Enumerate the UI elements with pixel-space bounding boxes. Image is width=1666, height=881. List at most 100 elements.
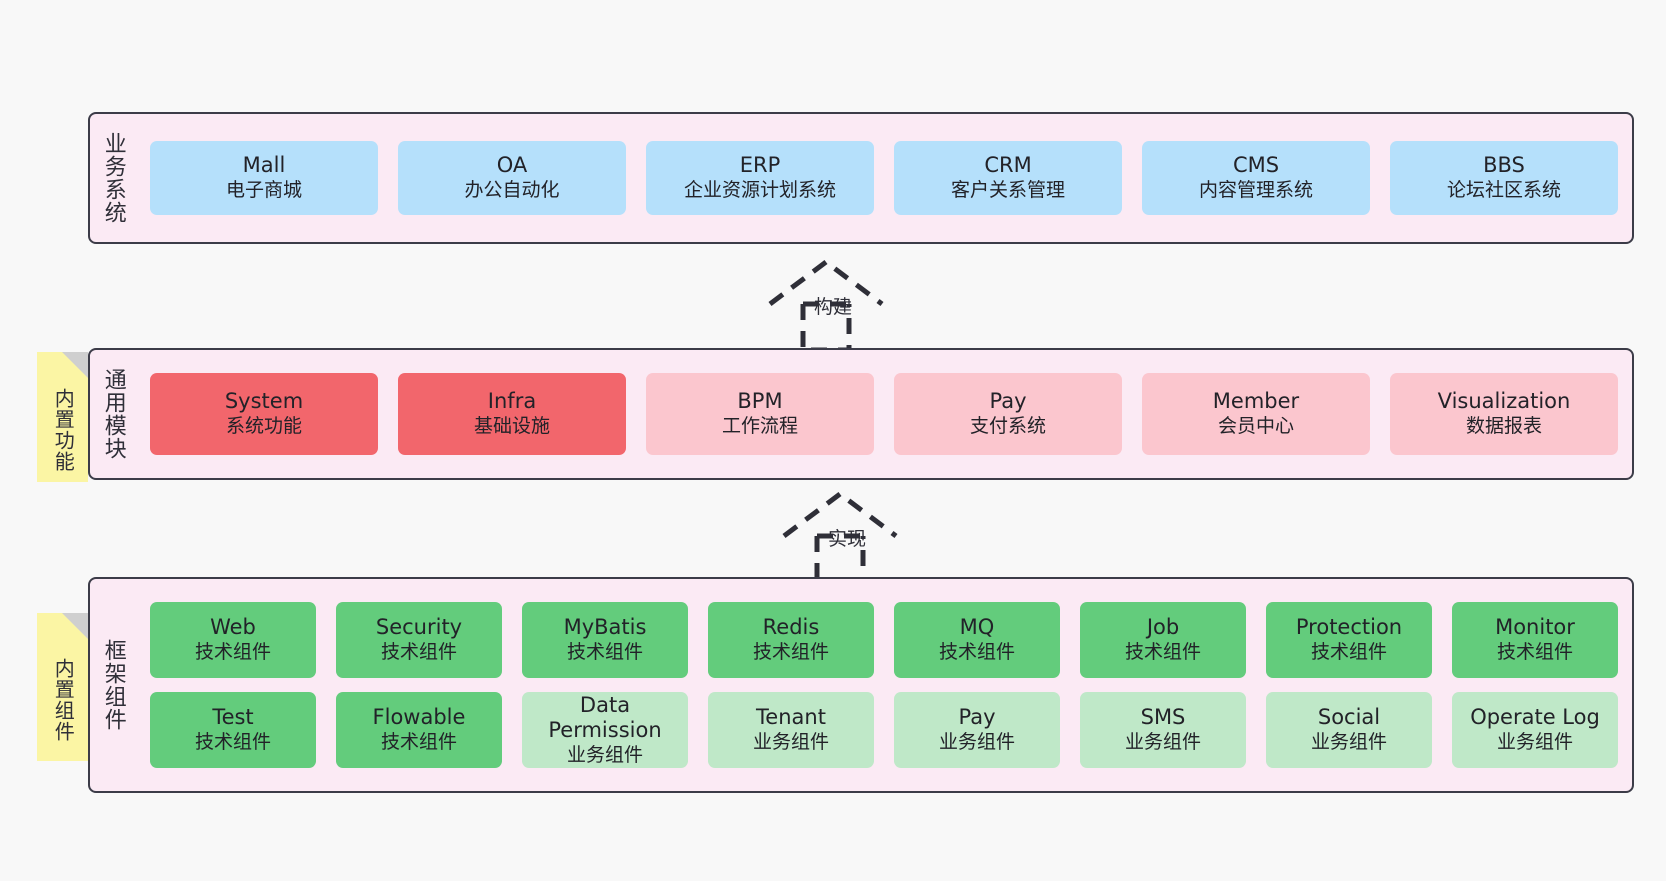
node-label-cn: 业务组件 bbox=[752, 730, 829, 753]
node-label-en: SMS bbox=[1140, 705, 1186, 730]
layer-title-common: 通用模块 bbox=[100, 368, 126, 460]
node-label-en: CMS bbox=[1232, 153, 1280, 178]
node-label-en: Visualization bbox=[1437, 389, 1571, 414]
node-label-en: MQ bbox=[959, 615, 995, 640]
note-text: 内置组件 bbox=[51, 658, 76, 742]
node-erp[interactable]: ERP 企业资源计划系统 bbox=[646, 141, 874, 215]
node-pay-component[interactable]: Pay 业务组件 bbox=[894, 692, 1060, 768]
layer-framework-components: 框架组件 Web 技术组件 Security 技术组件 MyBatis 技术组件… bbox=[88, 577, 1634, 793]
node-web[interactable]: Web 技术组件 bbox=[150, 602, 316, 678]
node-cms[interactable]: CMS 内容管理系统 bbox=[1142, 141, 1370, 215]
node-label-en: Security bbox=[375, 615, 463, 640]
node-label-cn: 技术组件 bbox=[380, 730, 457, 753]
layer-body-framework: Web 技术组件 Security 技术组件 MyBatis 技术组件 Redi… bbox=[136, 579, 1632, 791]
node-crm[interactable]: CRM 客户关系管理 bbox=[894, 141, 1122, 215]
node-oa[interactable]: OA 办公自动化 bbox=[398, 141, 626, 215]
node-label-cn: 基础设施 bbox=[473, 414, 550, 437]
node-label-cn: 技术组件 bbox=[752, 640, 829, 663]
layer-body-business: Mall 电子商城 OA 办公自动化 ERP 企业资源计划系统 CRM 客户关系… bbox=[136, 114, 1632, 242]
node-label-cn: 论坛社区系统 bbox=[1446, 178, 1561, 201]
node-label-cn: 会员中心 bbox=[1217, 414, 1294, 437]
node-label-en: Redis bbox=[762, 615, 820, 640]
layer-title-business: 业务系统 bbox=[100, 132, 126, 224]
layer-business-systems: 业务系统 Mall 电子商城 OA 办公自动化 ERP 企业资源计划系统 CRM… bbox=[88, 112, 1634, 244]
node-label-cn: 系统功能 bbox=[225, 414, 302, 437]
node-protection[interactable]: Protection 技术组件 bbox=[1266, 602, 1432, 678]
node-label-cn: 技术组件 bbox=[1124, 640, 1201, 663]
node-label-cn: 技术组件 bbox=[566, 640, 643, 663]
node-label-en: System bbox=[224, 389, 304, 414]
note-builtin-features: 内置功能 bbox=[37, 352, 88, 482]
layer-body-common: System 系统功能 Infra 基础设施 BPM 工作流程 Pay 支付系统… bbox=[136, 350, 1632, 478]
node-label-cn: 技术组件 bbox=[194, 730, 271, 753]
node-label-cn: 技术组件 bbox=[1496, 640, 1573, 663]
node-label-en: Mall bbox=[242, 153, 286, 178]
node-label-en: OA bbox=[496, 153, 528, 178]
layer-title-framework: 框架组件 bbox=[100, 639, 126, 731]
node-bpm[interactable]: BPM 工作流程 bbox=[646, 373, 874, 455]
node-label-en: Job bbox=[1146, 615, 1180, 640]
node-label-en: MyBatis bbox=[563, 615, 647, 640]
node-label-en: Tenant bbox=[756, 705, 826, 730]
node-label-en: Infra bbox=[487, 389, 537, 414]
arrow-build: 构建 bbox=[750, 256, 930, 356]
node-label-cn: 客户关系管理 bbox=[950, 178, 1065, 201]
node-row: Mall 电子商城 OA 办公自动化 ERP 企业资源计划系统 CRM 客户关系… bbox=[150, 141, 1618, 215]
node-label-en: Flowable bbox=[372, 705, 466, 730]
node-data-permission[interactable]: Data Permission 业务组件 bbox=[522, 692, 688, 768]
note-builtin-components: 内置组件 bbox=[37, 613, 88, 761]
note-text: 内置功能 bbox=[51, 388, 76, 472]
node-label-cn: 业务组件 bbox=[938, 730, 1015, 753]
node-visualization[interactable]: Visualization 数据报表 bbox=[1390, 373, 1618, 455]
node-label-en: BBS bbox=[1483, 153, 1525, 178]
node-label-en: Pay bbox=[958, 705, 996, 730]
node-label-en: BPM bbox=[737, 389, 783, 414]
layer-common-modules: 通用模块 System 系统功能 Infra 基础设施 BPM 工作流程 Pay… bbox=[88, 348, 1634, 480]
node-security[interactable]: Security 技术组件 bbox=[336, 602, 502, 678]
node-label-en: Pay bbox=[989, 389, 1027, 414]
node-redis[interactable]: Redis 技术组件 bbox=[708, 602, 874, 678]
node-label-en: Operate Log bbox=[1470, 705, 1600, 730]
node-label-en: Social bbox=[1317, 705, 1381, 730]
node-mall[interactable]: Mall 电子商城 bbox=[150, 141, 378, 215]
node-label-cn: 技术组件 bbox=[194, 640, 271, 663]
node-label-en: CRM bbox=[984, 153, 1032, 178]
node-label-cn: 内容管理系统 bbox=[1198, 178, 1313, 201]
node-operate-log[interactable]: Operate Log 业务组件 bbox=[1452, 692, 1618, 768]
node-monitor[interactable]: Monitor 技术组件 bbox=[1452, 602, 1618, 678]
node-label-cn: 业务组件 bbox=[566, 743, 643, 766]
node-mq[interactable]: MQ 技术组件 bbox=[894, 602, 1060, 678]
node-row: Test 技术组件 Flowable 技术组件 Data Permission … bbox=[150, 692, 1618, 768]
node-label-cn: 工作流程 bbox=[721, 414, 798, 437]
node-infra[interactable]: Infra 基础设施 bbox=[398, 373, 626, 455]
node-pay-module[interactable]: Pay 支付系统 bbox=[894, 373, 1122, 455]
node-test[interactable]: Test 技术组件 bbox=[150, 692, 316, 768]
node-bbs[interactable]: BBS 论坛社区系统 bbox=[1390, 141, 1618, 215]
node-label-en: ERP bbox=[739, 153, 781, 178]
node-label-cn: 电子商城 bbox=[225, 178, 302, 201]
node-label-cn: 技术组件 bbox=[938, 640, 1015, 663]
node-label-cn: 技术组件 bbox=[380, 640, 457, 663]
node-mybatis[interactable]: MyBatis 技术组件 bbox=[522, 602, 688, 678]
node-label-en: Member bbox=[1212, 389, 1300, 414]
node-flowable[interactable]: Flowable 技术组件 bbox=[336, 692, 502, 768]
node-label-cn: 业务组件 bbox=[1124, 730, 1201, 753]
node-label-cn: 业务组件 bbox=[1496, 730, 1573, 753]
node-row: System 系统功能 Infra 基础设施 BPM 工作流程 Pay 支付系统… bbox=[150, 373, 1618, 455]
node-tenant[interactable]: Tenant 业务组件 bbox=[708, 692, 874, 768]
node-label-cn: 企业资源计划系统 bbox=[683, 178, 836, 201]
arrow-label-build: 构建 bbox=[814, 296, 853, 318]
node-system[interactable]: System 系统功能 bbox=[150, 373, 378, 455]
arrow-implement: 实现 bbox=[764, 488, 944, 588]
node-label-cn: 办公自动化 bbox=[464, 178, 560, 201]
node-job[interactable]: Job 技术组件 bbox=[1080, 602, 1246, 678]
node-member[interactable]: Member 会员中心 bbox=[1142, 373, 1370, 455]
node-label-cn: 技术组件 bbox=[1310, 640, 1387, 663]
node-sms[interactable]: SMS 业务组件 bbox=[1080, 692, 1246, 768]
node-social[interactable]: Social 业务组件 bbox=[1266, 692, 1432, 768]
node-label-en: Test bbox=[212, 705, 254, 730]
node-label-en: Protection bbox=[1295, 615, 1403, 640]
node-label-cn: 数据报表 bbox=[1465, 414, 1542, 437]
node-label-cn: 支付系统 bbox=[969, 414, 1046, 437]
